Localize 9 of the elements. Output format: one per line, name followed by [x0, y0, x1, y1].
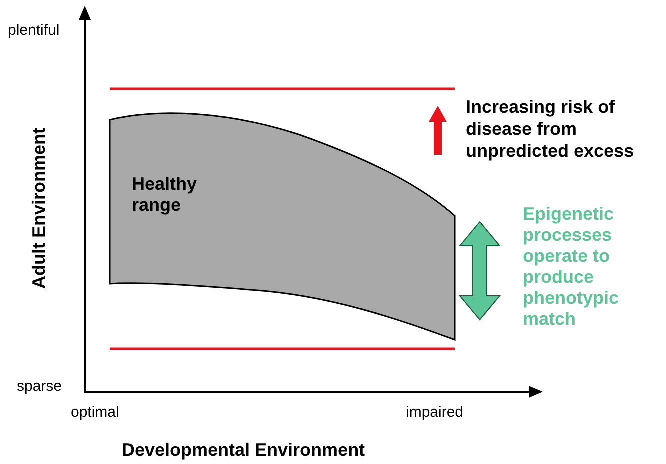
- annotation-text: Epigenetic processes operate to produce phenotypic match: [523, 204, 620, 330]
- annotation-text: Increasing risk of disease from unpredicted excess: [466, 96, 636, 162]
- axis-label: sparse: [17, 378, 62, 396]
- axis-label: optimal: [71, 404, 120, 422]
- axis-label: plentiful: [8, 22, 60, 40]
- axis-title: Developmental Environment: [122, 440, 366, 461]
- band-label: Healthy range: [132, 174, 198, 216]
- axis-label: impaired: [406, 404, 464, 422]
- axis-title: Adult Environment: [29, 128, 50, 289]
